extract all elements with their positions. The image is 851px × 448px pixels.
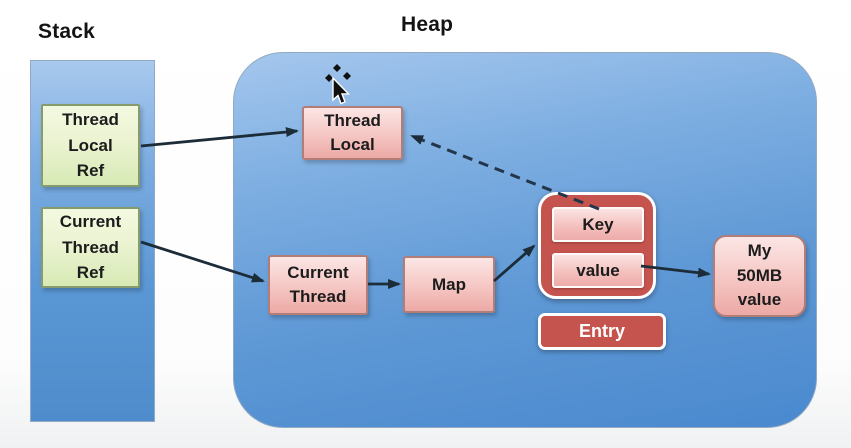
current-thread-ref-box: Current Thread Ref xyxy=(41,207,140,288)
current-thread-box: Current Thread xyxy=(268,255,368,315)
thread-local-ref-box: Thread Local Ref xyxy=(41,104,140,187)
value-box: value xyxy=(552,253,644,288)
my-50mb-value-box: My 50MB value xyxy=(713,235,806,317)
key-box: Key xyxy=(552,207,644,242)
stack-region-label: Stack xyxy=(38,20,96,43)
map-box: Map xyxy=(403,256,495,313)
heap-region-label: Heap xyxy=(401,13,454,36)
entry-container: Key value xyxy=(538,192,656,299)
entry-label: Entry xyxy=(538,313,666,350)
thread-local-box: Thread Local xyxy=(302,106,403,160)
